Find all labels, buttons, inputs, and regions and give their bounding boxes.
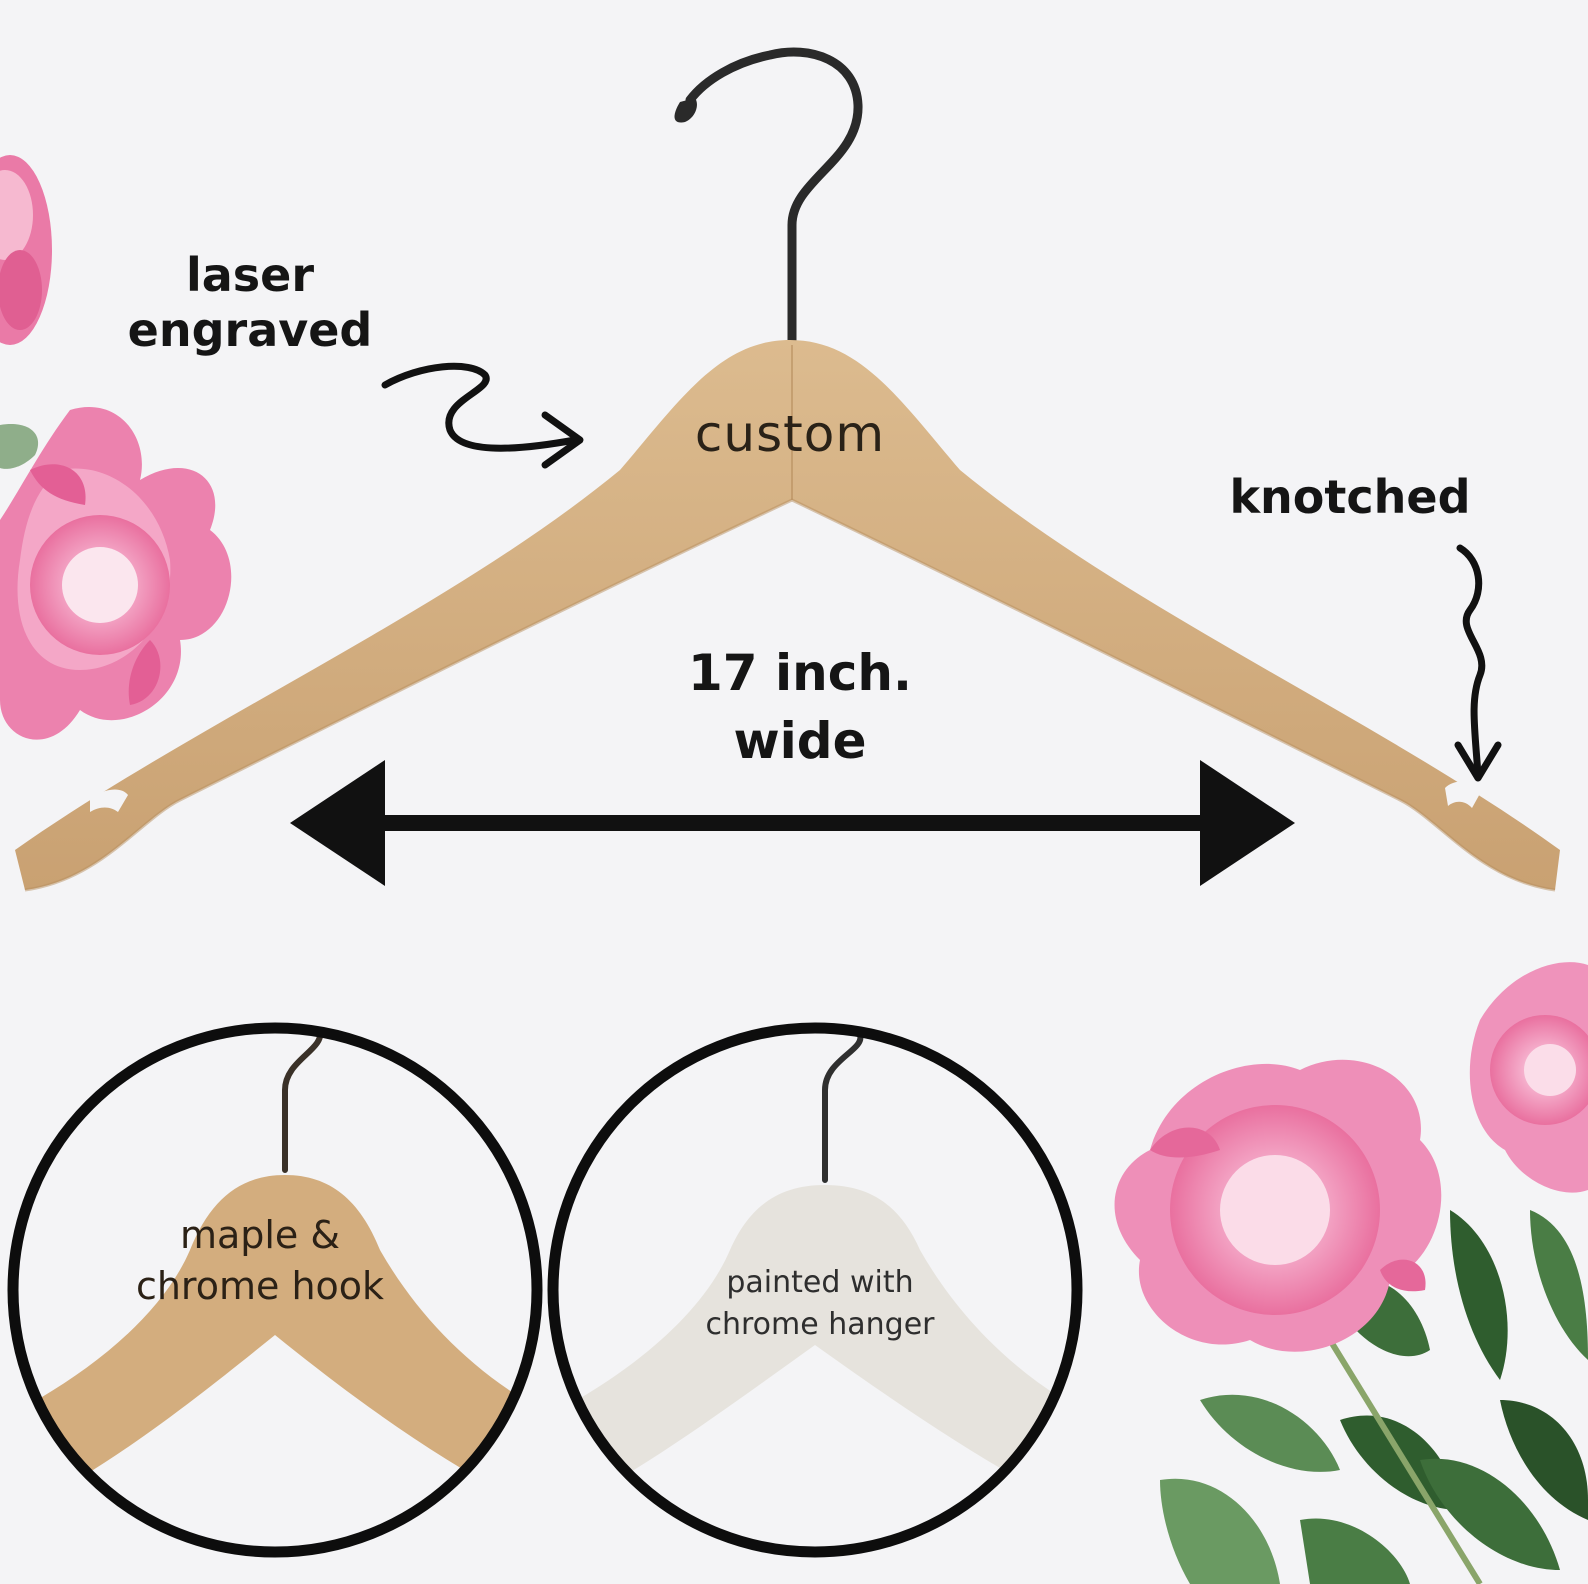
laser-arrow	[381, 362, 584, 469]
knotched-arrow	[1454, 544, 1502, 782]
maple-hanger-body	[13, 1175, 537, 1520]
left-notch	[90, 789, 128, 812]
width-arrow	[290, 760, 1295, 886]
laser-engraved-label: laser engraved	[95, 248, 405, 358]
peony-bottom-right	[1114, 1059, 1442, 1352]
engraving-maple-line1: maple &	[179, 1213, 341, 1257]
option-maple	[7, 1022, 543, 1558]
engraving-maple-line2: chrome hook	[135, 1264, 385, 1309]
hanger-hook	[685, 47, 863, 350]
peony-right-edge	[1469, 962, 1588, 1193]
engraving-custom: custom	[694, 405, 886, 463]
option-circle-1	[7, 1022, 543, 1558]
width-label-line1: 17 inch.	[688, 644, 912, 702]
engraving-painted-line1: painted with	[726, 1265, 914, 1300]
main-hanger	[15, 47, 1560, 892]
engraving-painted: painted with chrome hanger	[660, 1262, 980, 1346]
right-notch	[1445, 781, 1482, 808]
painted-hook	[822, 1032, 864, 1183]
option-painted	[547, 1022, 1083, 1558]
laser-label-line2: engraved	[127, 303, 373, 358]
knotched-label: knotched	[1229, 470, 1471, 524]
engraving-maple: maple & chrome hook	[95, 1210, 425, 1313]
option-circle-2	[547, 1022, 1083, 1558]
peony-mid-left	[0, 407, 232, 740]
peony-top-left	[0, 155, 52, 345]
laser-label-line1: laser	[185, 248, 315, 302]
width-label-line2: wide	[733, 711, 867, 770]
painted-hanger-body	[553, 1185, 1077, 1520]
hanger-body	[15, 340, 1560, 890]
width-label: 17 inch. wide	[620, 640, 980, 775]
leaf-left	[0, 424, 39, 469]
engraving-painted-line2: chrome hanger	[705, 1307, 935, 1342]
